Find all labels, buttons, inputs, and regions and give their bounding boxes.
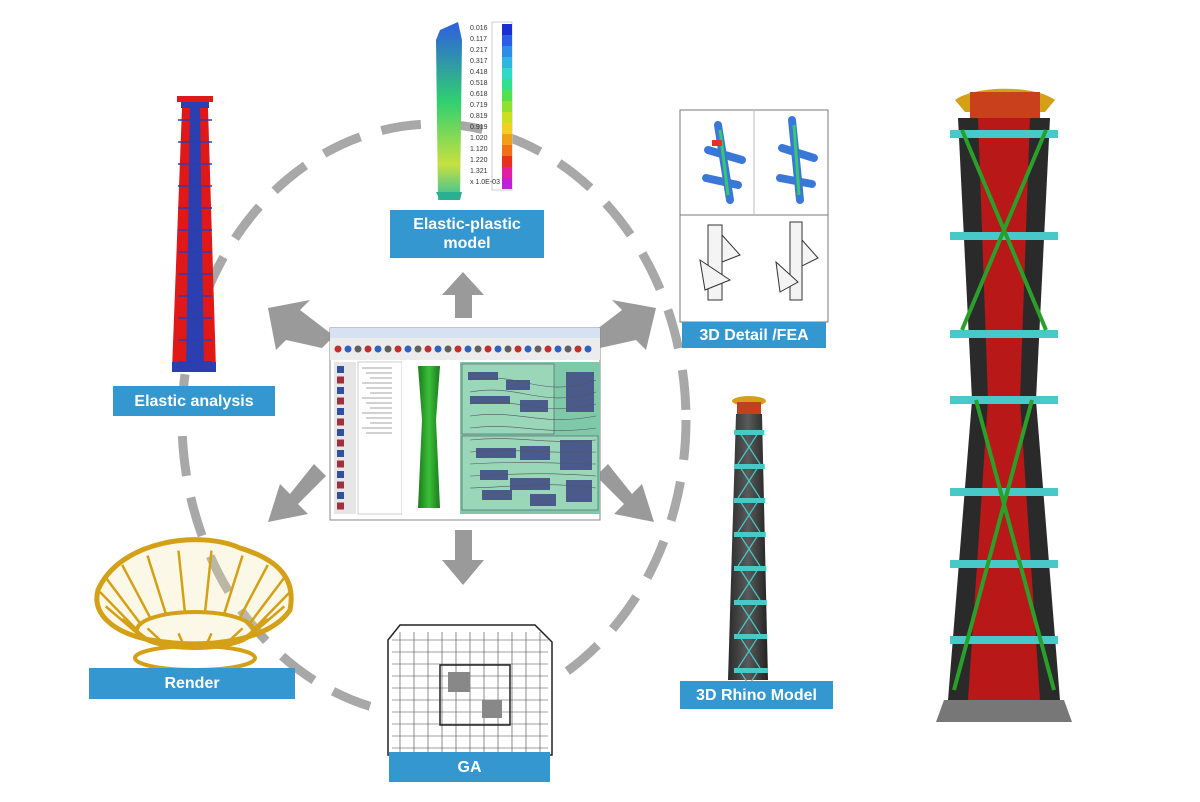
legend-value: 0.719 (470, 102, 488, 109)
software-screenshot-image (329, 327, 601, 521)
arrow-up-icon (442, 272, 484, 318)
large-tower-image (936, 88, 1072, 722)
legend-swatch (502, 123, 512, 134)
arrow-up-left-icon (268, 300, 334, 350)
legend-value: 0.317 (470, 58, 488, 65)
legend-value: 0.819 (470, 113, 488, 120)
legend-swatch (502, 112, 512, 123)
legend-swatch (502, 156, 512, 167)
label-elastic-analysis: Elastic analysis (113, 386, 275, 416)
arrows (268, 272, 656, 585)
legend-value: 0.117 (470, 36, 487, 43)
elastic-analysis-tower-image (172, 96, 216, 372)
rhino-tower-small-image (728, 396, 768, 703)
render-crown-image (94, 537, 294, 672)
arrow-up-right-icon (588, 300, 656, 350)
legend-value: 1.220 (470, 157, 488, 164)
legend-swatch (502, 57, 512, 68)
legend-value: 0.518 (470, 80, 488, 87)
legend-swatch (502, 145, 512, 156)
legend-value: x 1.0E-03 (470, 179, 500, 186)
legend-value: 0.217 (470, 47, 488, 54)
legend-swatch (502, 35, 512, 46)
legend-swatch (502, 46, 512, 57)
legend-swatch (502, 101, 512, 112)
legend-value: 1.020 (470, 135, 488, 142)
label-3d-detail-fea: 3D Detail /FEA (682, 322, 826, 348)
legend-swatch (502, 90, 512, 101)
fea-detail-image (679, 109, 829, 323)
label-elastic-plastic-model: Elastic-plastic model (390, 210, 544, 258)
legend-swatch (502, 24, 512, 35)
legend-value: 0.919 (470, 124, 488, 131)
label-3d-rhino-model: 3D Rhino Model (680, 681, 833, 709)
arrow-down-left-icon (268, 464, 326, 522)
legend-swatch (502, 79, 512, 90)
arrow-down-right-icon (596, 464, 654, 522)
legend-swatch (502, 178, 512, 189)
elastic-plastic-model-image: 0.016 0.117 0.217 0.317 0.418 0.518 0.618 0.719… (436, 21, 513, 200)
legend-value: 0.418 (470, 69, 488, 76)
legend-swatch (502, 134, 512, 145)
legend-value: 0.016 (470, 25, 488, 32)
ga-floorplan-image (387, 624, 553, 756)
legend-swatch (502, 167, 512, 178)
cycle-dashed-ring (177, 119, 691, 721)
label-ga: GA (389, 752, 550, 782)
legend-value: 0.618 (470, 91, 488, 98)
legend-value: 1.321 (470, 168, 488, 175)
legend-value: 1.120 (470, 146, 488, 153)
arrow-down-icon (442, 530, 484, 585)
label-render: Render (89, 668, 295, 699)
legend-swatch (502, 68, 512, 79)
